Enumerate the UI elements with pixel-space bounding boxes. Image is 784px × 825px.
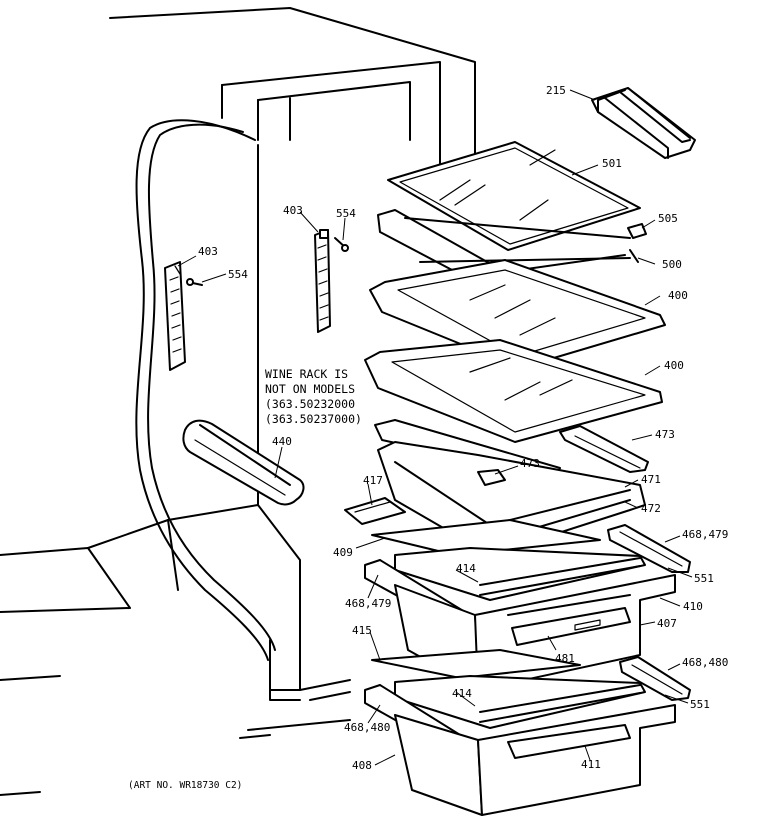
shelf-bracket-left xyxy=(164,261,203,371)
label-554-left: 554 xyxy=(228,268,248,281)
label-215: 215 xyxy=(546,84,566,97)
label-473-right: 473 xyxy=(655,428,675,441)
slide-rail-473 xyxy=(559,425,649,473)
crisper-cover-415 xyxy=(371,649,581,679)
label-501: 501 xyxy=(602,157,622,170)
door-gasket xyxy=(135,119,276,661)
label-417: 417 xyxy=(363,474,383,487)
label-481: 481 xyxy=(555,652,575,665)
crisper-cover-409 xyxy=(371,519,601,556)
rail-417 xyxy=(344,497,406,525)
slide-rail-468-480-right xyxy=(619,656,691,701)
art-number: (ART NO. WR18730 C2) xyxy=(128,780,242,791)
label-472: 472 xyxy=(641,502,661,515)
label-408: 408 xyxy=(352,759,372,772)
note-line-1: WINE RACK IS xyxy=(265,367,348,381)
label-551-lower: 551 xyxy=(690,698,710,711)
label-400-lower: 400 xyxy=(664,359,684,372)
label-468-480-left: 468,480 xyxy=(344,721,390,734)
label-414-upper: 414 xyxy=(456,562,476,575)
label-500: 500 xyxy=(662,258,682,271)
glass-shelf-400-lower xyxy=(364,339,663,443)
label-403-left: 403 xyxy=(198,245,218,258)
wine-rack-note: WINE RACK IS NOT ON MODELS (363.50232000… xyxy=(265,367,362,426)
door-bin-215 xyxy=(591,87,696,159)
label-471: 471 xyxy=(641,473,661,486)
label-400-upper: 400 xyxy=(668,289,688,302)
label-407: 407 xyxy=(657,617,677,630)
crisper-drawer-411 xyxy=(364,675,676,816)
note-line-2: NOT ON MODELS xyxy=(265,382,355,396)
cabinet-outline xyxy=(0,7,476,796)
leader-lines xyxy=(177,89,693,766)
label-410: 410 xyxy=(683,600,703,613)
label-468-480-right: 468,480 xyxy=(682,656,728,669)
label-440: 440 xyxy=(272,435,292,448)
glass-shelf-501 xyxy=(387,141,641,251)
note-line-3: (363.50232000 xyxy=(265,397,355,411)
shelf-bracket-center xyxy=(314,229,349,333)
label-411: 411 xyxy=(581,758,601,771)
glass-shelf-400-upper xyxy=(369,259,666,369)
slide-rail-468-479-right xyxy=(607,524,691,573)
label-554-center: 554 xyxy=(336,207,356,220)
label-473-center: 473 xyxy=(520,457,540,470)
label-505: 505 xyxy=(658,212,678,225)
part-labels: 215 501 505 500 400 400 403 554 403 554 … xyxy=(198,84,728,772)
label-551-upper: 551 xyxy=(694,572,714,585)
wine-rack xyxy=(182,419,305,506)
label-414-lower: 414 xyxy=(452,687,472,700)
label-403-center: 403 xyxy=(283,204,303,217)
note-line-4: (363.50237000) xyxy=(265,412,362,426)
label-409: 409 xyxy=(333,546,353,559)
label-415: 415 xyxy=(352,624,372,637)
label-468-479-right: 468,479 xyxy=(682,528,728,541)
label-468-479-left: 468,479 xyxy=(345,597,391,610)
